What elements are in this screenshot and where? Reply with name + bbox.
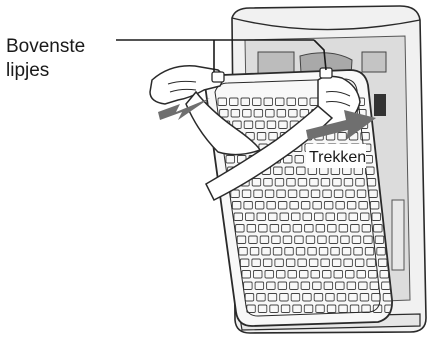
callout-line-1: Bovenste	[6, 36, 85, 57]
tab-left	[212, 72, 224, 82]
callout-line-2: lipjes	[6, 60, 49, 81]
pull-label: Trekken	[306, 144, 366, 168]
filter-panel	[205, 70, 393, 326]
pull-label-text: Trekken	[309, 149, 366, 166]
callout-label: Bovenste lipjes	[6, 36, 85, 81]
